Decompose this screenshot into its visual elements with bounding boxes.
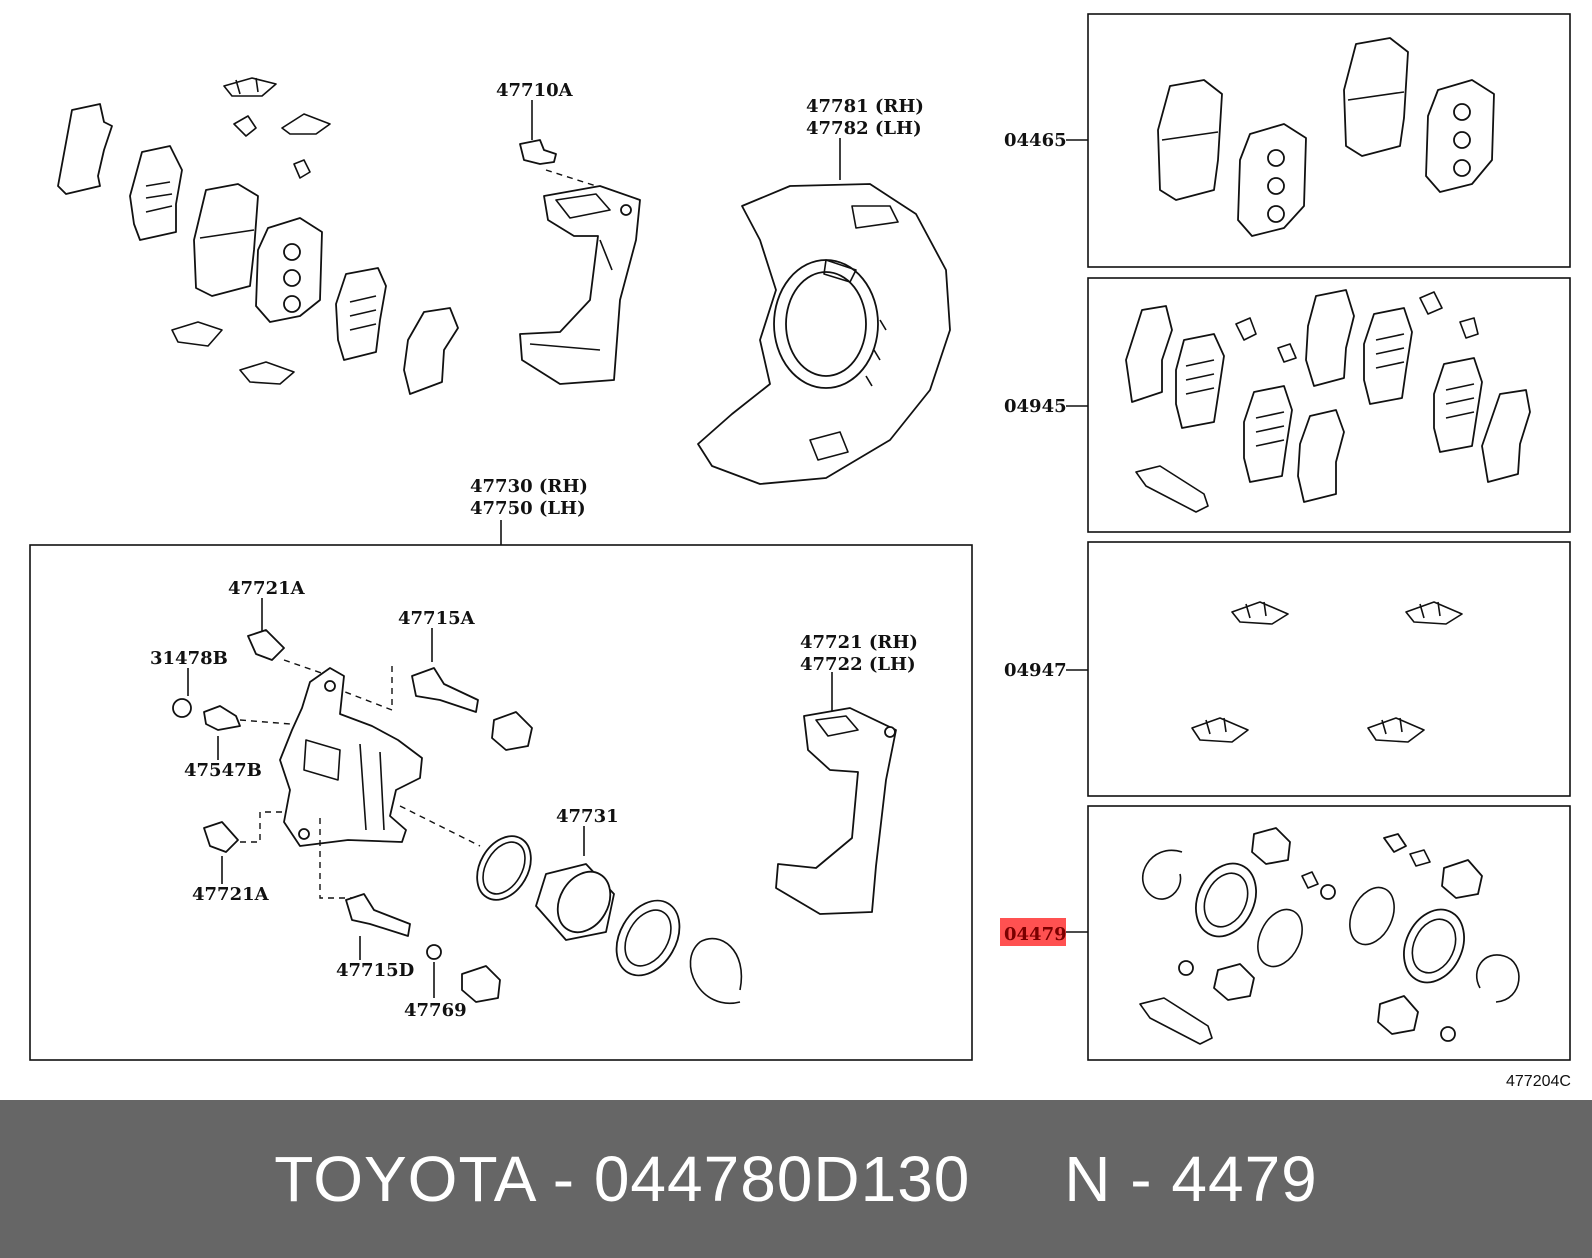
- footer-brand: TOYOTA: [274, 1143, 534, 1215]
- kit-seal-frame: [1087, 805, 1571, 1061]
- footer-caption: TOYOTA - 044780D130 N - 4479: [274, 1142, 1318, 1216]
- label-47715a: 47715A: [398, 608, 476, 629]
- pad-shim-group: [57, 77, 459, 395]
- label-47750: 47750 (LH): [470, 498, 586, 519]
- kit-clip-frame: [1087, 541, 1571, 797]
- label-47721a-bottom: 47721A: [192, 884, 270, 905]
- label-47782: 47782 (LH): [806, 118, 922, 139]
- label-04465: 04465: [1004, 130, 1067, 151]
- kit-pad-parts: [1157, 37, 1495, 237]
- kit-shim-frame: [1087, 277, 1571, 533]
- caliper-parts-group: [172, 598, 897, 1005]
- label-47722-lh: 47722 (LH): [800, 654, 916, 675]
- footer-part-number: 044780D130: [593, 1143, 971, 1215]
- label-04947: 04947: [1004, 660, 1067, 681]
- top-bracket-group: [519, 100, 641, 385]
- label-47731: 47731: [556, 806, 619, 827]
- label-47730: 47730 (RH): [470, 476, 588, 497]
- dust-cover-group: [697, 138, 951, 485]
- parts-diagram: 47710A 47781 (RH) 47782 (LH) 47730 (RH) …: [29, 13, 1571, 1090]
- label-47547b: 47547B: [184, 760, 262, 781]
- footer-bar: TOYOTA - 044780D130 N - 4479: [0, 1100, 1592, 1258]
- footer-ref-prefix: N: [1064, 1143, 1112, 1215]
- footer-gap: [970, 1143, 1064, 1215]
- label-47721a-top: 47721A: [228, 578, 306, 599]
- label-47769: 47769: [404, 1000, 467, 1021]
- label-47721-rh: 47721 (RH): [800, 632, 918, 653]
- label-31478b: 31478B: [150, 648, 228, 669]
- figure-code: 477204C: [1506, 1073, 1571, 1090]
- label-47715d: 47715D: [336, 960, 414, 981]
- footer-ref-number: 4479: [1171, 1143, 1318, 1215]
- footer-separator-2: -: [1111, 1143, 1172, 1215]
- caliper-assembly-frame: [29, 544, 973, 1061]
- kit-shim-parts: [1125, 289, 1531, 513]
- label-04945: 04945: [1004, 396, 1067, 417]
- kit-seal-parts: [1139, 827, 1520, 1045]
- kit-clip-parts: [1191, 601, 1463, 743]
- label-04479: 04479: [1004, 924, 1067, 945]
- highlight-04479: [1000, 918, 1066, 946]
- footer-separator: -: [533, 1143, 594, 1215]
- label-47781: 47781 (RH): [806, 96, 924, 117]
- label-47710a: 47710A: [496, 80, 574, 101]
